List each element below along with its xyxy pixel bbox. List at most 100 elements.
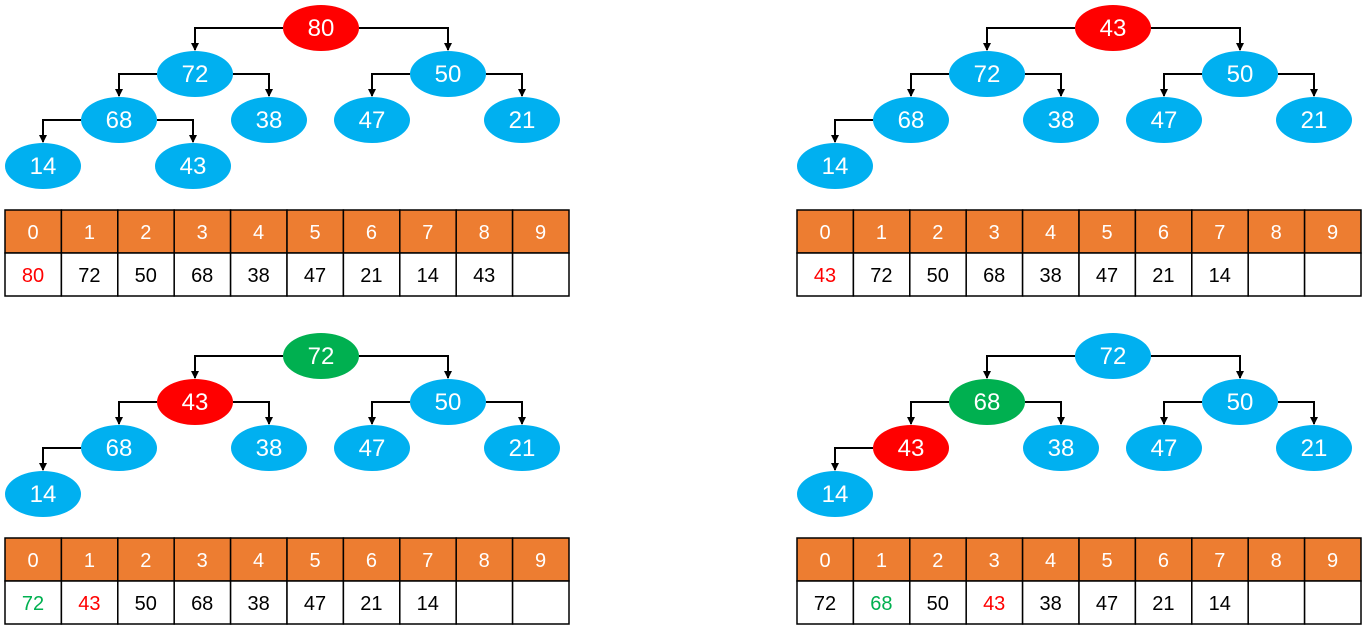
tree-node-shape	[949, 51, 1025, 97]
array-index-label: 6	[1158, 222, 1169, 244]
tree-node-shape	[157, 51, 233, 97]
tree-edge	[359, 355, 452, 379]
tree-node: 50	[410, 51, 486, 97]
array-index-label: 8	[479, 550, 490, 572]
tree-node-label: 43	[1100, 15, 1127, 42]
tree-node-label: 47	[359, 435, 386, 462]
tree-node-label: 72	[1100, 343, 1127, 370]
array-value-cell	[1247, 580, 1306, 625]
array-value-cell	[909, 252, 967, 297]
array-index-label: 7	[1214, 550, 1225, 572]
array-index-label: 2	[140, 222, 151, 244]
array-value-cell	[511, 580, 570, 625]
tree-node: 43	[157, 379, 233, 425]
array-index-label: 1	[876, 550, 887, 572]
array-index-label: 4	[1045, 222, 1056, 244]
tree-node: 47	[1126, 425, 1202, 471]
array-index-label: 3	[197, 222, 208, 244]
tree-edge	[1151, 355, 1244, 379]
tree-node: 72	[283, 333, 359, 379]
tree-node-label: 50	[435, 389, 462, 416]
array-index-cell	[286, 537, 345, 582]
tree-node: 21	[484, 425, 560, 471]
tree-node-label: 14	[822, 481, 849, 508]
array-index-label: 7	[422, 550, 433, 572]
tree-node: 38	[231, 425, 307, 471]
tree-node-shape	[5, 143, 81, 189]
array-index-label: 4	[1045, 550, 1056, 572]
tree-node-label: 43	[182, 389, 209, 416]
array-value-label: 38	[1039, 593, 1061, 615]
tree-node-label: 68	[106, 435, 133, 462]
array-index-label: 9	[535, 222, 546, 244]
array-value-label: 21	[1152, 265, 1174, 287]
tree-node-shape	[1202, 51, 1278, 97]
tree-edge	[831, 447, 873, 471]
tree-node-shape	[410, 379, 486, 425]
array-value-label: 50	[927, 593, 949, 615]
tree-node-shape	[5, 471, 81, 517]
tree-node: 14	[797, 471, 873, 517]
tree-node-label: 21	[509, 107, 536, 134]
tree-node: 68	[81, 425, 157, 471]
array-index-cell	[511, 209, 570, 254]
tree-node-shape	[283, 333, 359, 379]
tree-edge	[233, 73, 273, 97]
array-index-label: 0	[27, 550, 38, 572]
tree-node: 47	[1126, 97, 1202, 143]
array-index-cell	[455, 537, 514, 582]
array-value-cell	[852, 252, 911, 297]
tree-node: 21	[484, 97, 560, 143]
array-value-cell	[1078, 252, 1137, 297]
array-index-cell	[1303, 209, 1362, 254]
tree-node: 72	[1075, 333, 1151, 379]
array-index-label: 6	[366, 222, 377, 244]
tree-node-shape	[484, 425, 560, 471]
tree-node-shape	[873, 97, 949, 143]
array-index-cell	[1134, 537, 1193, 582]
tree-node-shape	[1126, 97, 1202, 143]
array-index-label: 3	[989, 550, 1000, 572]
array-value-label: 43	[983, 593, 1005, 615]
array-index-label: 5	[1101, 550, 1112, 572]
array-index-label: 3	[197, 550, 208, 572]
tree-edge	[907, 401, 949, 425]
array-index-label: 7	[422, 222, 433, 244]
tree-edge	[1025, 401, 1065, 425]
tree-edge	[486, 73, 526, 97]
tree-node: 50	[410, 379, 486, 425]
array-index-label: 9	[1327, 222, 1338, 244]
array-index-label: 6	[366, 550, 377, 572]
tree-node: 21	[1276, 97, 1352, 143]
tree-edge	[907, 73, 949, 97]
array-value-label: 72	[78, 265, 100, 287]
tree-node-label: 47	[359, 107, 386, 134]
array-index-label: 2	[932, 222, 943, 244]
tree-node-shape	[1276, 425, 1352, 471]
tree-edge	[1025, 73, 1065, 97]
array-value-cell	[60, 252, 119, 297]
tree-edge	[359, 27, 452, 51]
tree-node-label: 68	[898, 107, 925, 134]
tree-edge	[368, 401, 410, 425]
array-value-cell	[965, 252, 1024, 297]
tree-node-shape	[949, 379, 1025, 425]
tree-node: 50	[1202, 51, 1278, 97]
tree-node-shape	[410, 51, 486, 97]
array-value-cell	[4, 580, 63, 625]
tree-edge	[1160, 73, 1202, 97]
array-value-cell	[1078, 580, 1137, 625]
tree-node-shape	[81, 97, 157, 143]
tree-edge	[983, 355, 1075, 379]
tree-node: 43	[873, 425, 949, 471]
tree-node-label: 21	[509, 435, 536, 462]
array-value-label: 47	[304, 593, 326, 615]
array-index-label: 7	[1214, 222, 1225, 244]
